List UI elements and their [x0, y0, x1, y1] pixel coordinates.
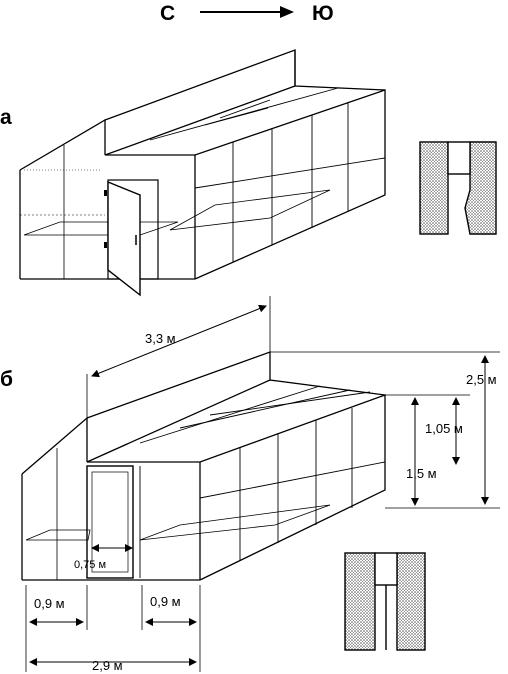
compass: С Ю: [160, 2, 334, 25]
door-width-label: 0,75 м: [74, 559, 106, 571]
panel-a-bed-left: [419, 141, 449, 235]
panel-b-dimensions: 3,3 м 2,5 м 1,05 м 1,5 м 0,75 м 0,9 м 0,…: [25, 296, 500, 673]
panel-b-greenhouse: б: [0, 351, 386, 581]
panel-b-bed-left: [344, 552, 376, 651]
length-dimension-line: [91, 304, 267, 378]
compass-south-label: Ю: [312, 2, 334, 25]
bed-right-label: 0,9 м: [150, 594, 181, 609]
panel-a-floor-plan: [419, 141, 497, 235]
wall-height-label: 1,5 м: [406, 466, 437, 481]
compass-north-label: С: [160, 2, 175, 25]
panel-a-bed-right: [464, 141, 497, 235]
panel-b-bed-right: [396, 552, 426, 651]
panel-b-plan-door: [374, 552, 398, 586]
roof-rise-label: 1,05 м: [425, 421, 463, 436]
panel-a-plan-door: [447, 141, 471, 175]
panel-b-floor-plan: [344, 552, 426, 651]
panel-a-greenhouse: а: [0, 49, 386, 297]
total-height-label: 2,5 м: [466, 372, 497, 387]
panel-b-label: б: [0, 368, 13, 391]
bed-left-label: 0,9 м: [34, 596, 65, 611]
panel-a-label: а: [0, 106, 12, 129]
length-dimension-label: 3,3 м: [145, 331, 176, 346]
total-width-label: 2,9 м: [92, 658, 123, 673]
